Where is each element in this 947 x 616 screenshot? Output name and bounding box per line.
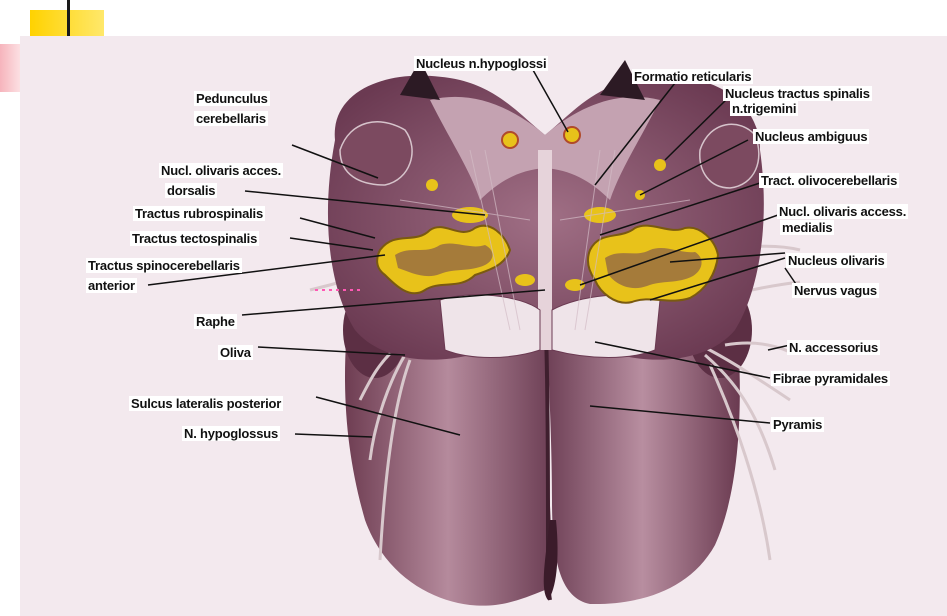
label-tractus-rubrospinalis: Tractus rubrospinalis xyxy=(133,206,266,221)
label-n-accessorius: N. accessorius xyxy=(787,340,880,355)
label-pedunculus-cerebellaris: Pedunculus xyxy=(194,91,270,106)
label-sulcus-lateralis-posterior: Sulcus lateralis posterior xyxy=(129,396,284,411)
side-accent-bar xyxy=(0,44,22,92)
label-pedunculus-cerebellaris-line2: cerebellaris xyxy=(194,111,268,126)
pyramids xyxy=(345,299,740,606)
label-tractus-spinocerebellaris: Tractus spinocerebellaris xyxy=(86,258,242,273)
label-fibrae-pyramidales: Fibrae pyramidales xyxy=(771,371,890,386)
label-nucleus-ambiguus: Nucleus ambiguus xyxy=(753,129,870,144)
label-nucl-olivaris-acces-dorsalis: Nucl. olivaris acces. xyxy=(159,163,284,178)
label-nucleus-olivaris: Nucleus olivaris xyxy=(786,253,887,268)
label-raphe: Raphe xyxy=(194,314,237,329)
label-nucleus-tractus-spinalis: Nucleus tractus spinalis xyxy=(723,86,872,101)
label-tractus-spinocerebellaris-line2: anterior xyxy=(86,278,137,293)
leader-lines xyxy=(147,69,801,438)
label-nucl-olivaris-access-medialis-line2: medialis xyxy=(780,220,835,235)
label-nucl-olivaris-acces-dorsalis-line2: dorsalis xyxy=(165,183,218,198)
label-n-hypoglossus: N. hypoglossus xyxy=(182,426,280,441)
label-oliva: Oliva xyxy=(218,345,253,360)
label-nucl-olivaris-access-medialis: Nucl. olivaris access. xyxy=(777,204,909,219)
label-pyramis: Pyramis xyxy=(771,417,825,432)
label-nucleus-tractus-spinalis-line2: n.trigemini xyxy=(730,101,799,116)
label-formatio-reticularis: Formatio reticularis xyxy=(632,69,754,84)
label-tractus-tectospinalis: Tractus tectospinalis xyxy=(130,231,260,246)
label-nervus-vagus: Nervus vagus xyxy=(792,283,879,298)
label-tract-olivocerebellaris: Tract. olivocerebellaris xyxy=(759,173,900,188)
title-accent-line xyxy=(67,0,70,36)
label-nucleus-n-hypoglossi: Nucleus n.hypoglossi xyxy=(414,56,549,71)
cross-section xyxy=(315,60,764,360)
